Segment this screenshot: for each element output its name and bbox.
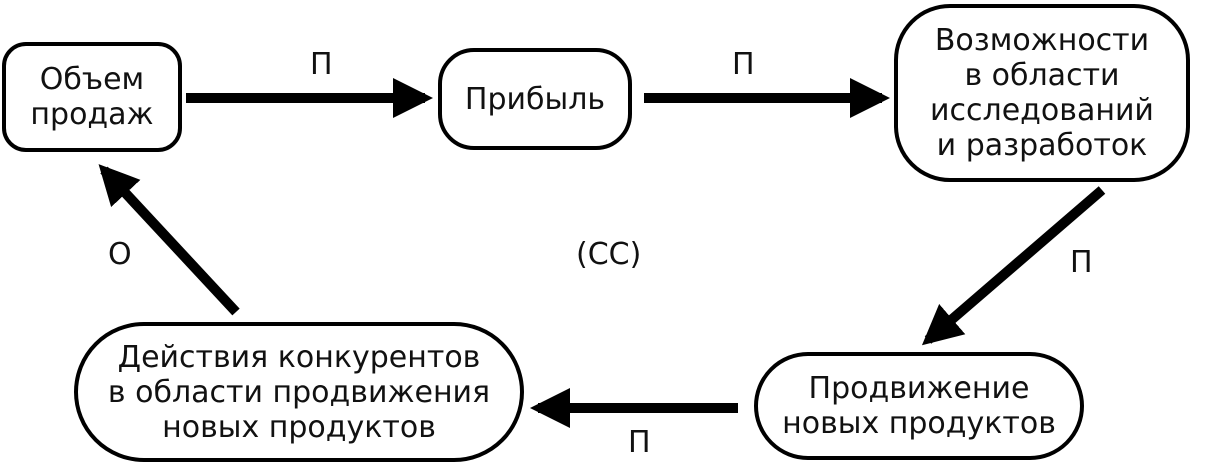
- edge-label-sales-to-profit: П: [310, 47, 333, 82]
- node-new-product-promotion-label: Продвижение новых продуктов: [782, 371, 1056, 441]
- arrow-rd-capability-to-new-product-promotion: [921, 186, 1106, 346]
- node-competitor-actions-label: Действия конкурентов в области продвижен…: [107, 339, 491, 445]
- node-sales-volume: Объем продаж: [2, 42, 182, 152]
- node-new-product-promotion: Продвижение новых продуктов: [754, 352, 1084, 460]
- node-competitor-actions: Действия конкурентов в области продвижен…: [74, 322, 524, 462]
- arrow-competitor-actions-to-sales-volume: [98, 164, 240, 316]
- edge-label-competitors-to-sales: О: [108, 237, 132, 272]
- edge-label-profit-to-rd: П: [732, 47, 755, 82]
- cycle-label: (CC): [576, 237, 642, 272]
- node-rd-capability: Возможности в области исследований и раз…: [894, 4, 1190, 182]
- node-sales-volume-label: Объем продаж: [30, 62, 154, 132]
- edge-label-rd-to-promotion: П: [1070, 245, 1093, 280]
- node-rd-capability-label: Возможности в области исследований и раз…: [930, 23, 1154, 163]
- edge-label-promotion-to-competitors: П: [628, 425, 651, 460]
- node-profit-label: Прибыль: [464, 81, 606, 117]
- node-profit: Прибыль: [438, 48, 632, 150]
